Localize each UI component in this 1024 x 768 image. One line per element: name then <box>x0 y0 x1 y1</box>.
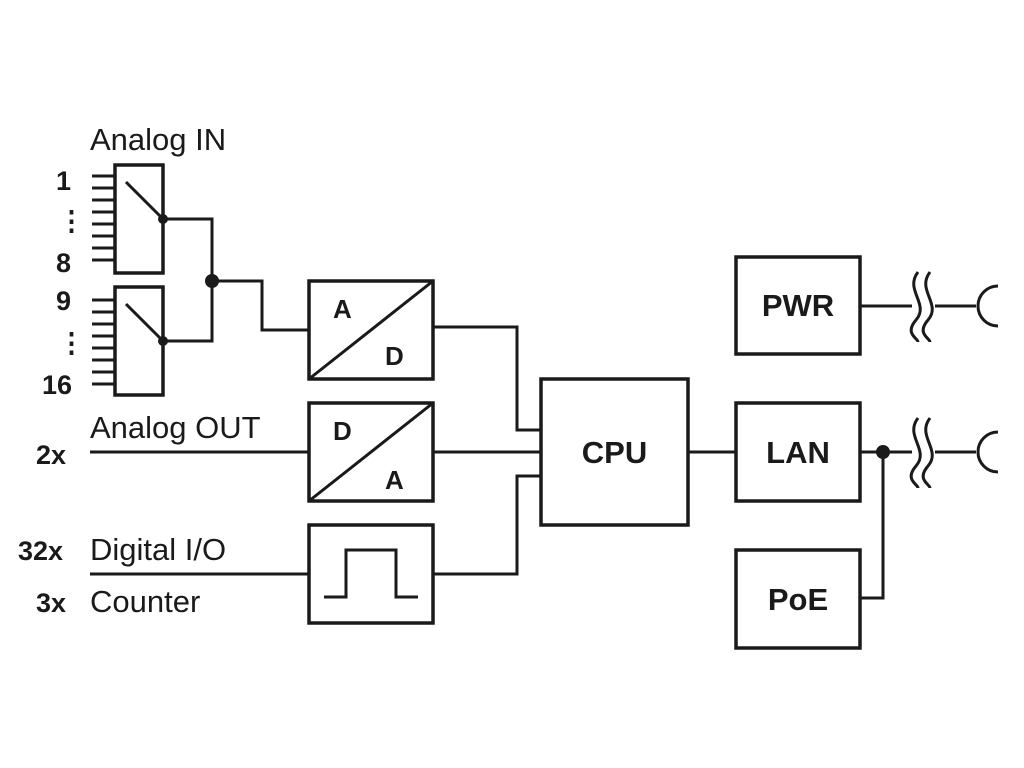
lan-block: LAN <box>734 401 862 503</box>
counter-count: 3x <box>36 588 66 618</box>
cpu-label: CPU <box>582 435 647 470</box>
dac-block: D A <box>307 401 435 503</box>
pwr-block: PWR <box>734 255 862 356</box>
poe-block: PoE <box>734 548 862 650</box>
channel-8-label: 8 <box>56 248 71 278</box>
analog-out-count: 2x <box>36 440 66 470</box>
channel-16-label: 16 <box>42 370 72 400</box>
analog-input-mux-1 <box>92 163 168 275</box>
lan-label: LAN <box>766 435 830 470</box>
dac-label-top: D <box>333 416 352 446</box>
adc-label-top: A <box>333 294 352 324</box>
channel-9-label: 9 <box>56 286 71 316</box>
analog-input-mux-2 <box>92 285 168 397</box>
pwr-cable <box>860 271 999 343</box>
analog-in-label: Analog IN <box>90 122 226 157</box>
analog-out-label: Analog OUT <box>90 410 261 445</box>
digital-io-block <box>307 523 435 625</box>
mux-merge-wire <box>163 217 309 343</box>
poe-lan-junction <box>860 445 890 600</box>
dio-to-cpu-wire <box>433 474 541 576</box>
counter-label: Counter <box>90 584 200 619</box>
adc-block: A D <box>307 279 435 381</box>
adc-to-cpu-wire <box>433 325 541 432</box>
cpu-block: CPU <box>539 377 690 527</box>
digital-io-label: Digital I/O <box>90 532 226 567</box>
channel-dots-1: ⋮ <box>58 206 85 236</box>
pwr-label: PWR <box>762 288 834 323</box>
channel-1-label: 1 <box>56 166 71 196</box>
dac-label-bottom: A <box>385 465 404 495</box>
channel-dots-2: ⋮ <box>58 328 85 358</box>
poe-label: PoE <box>768 582 828 617</box>
lan-cable <box>860 417 999 489</box>
adc-label-bottom: D <box>385 341 404 371</box>
digital-io-count: 32x <box>18 536 63 566</box>
